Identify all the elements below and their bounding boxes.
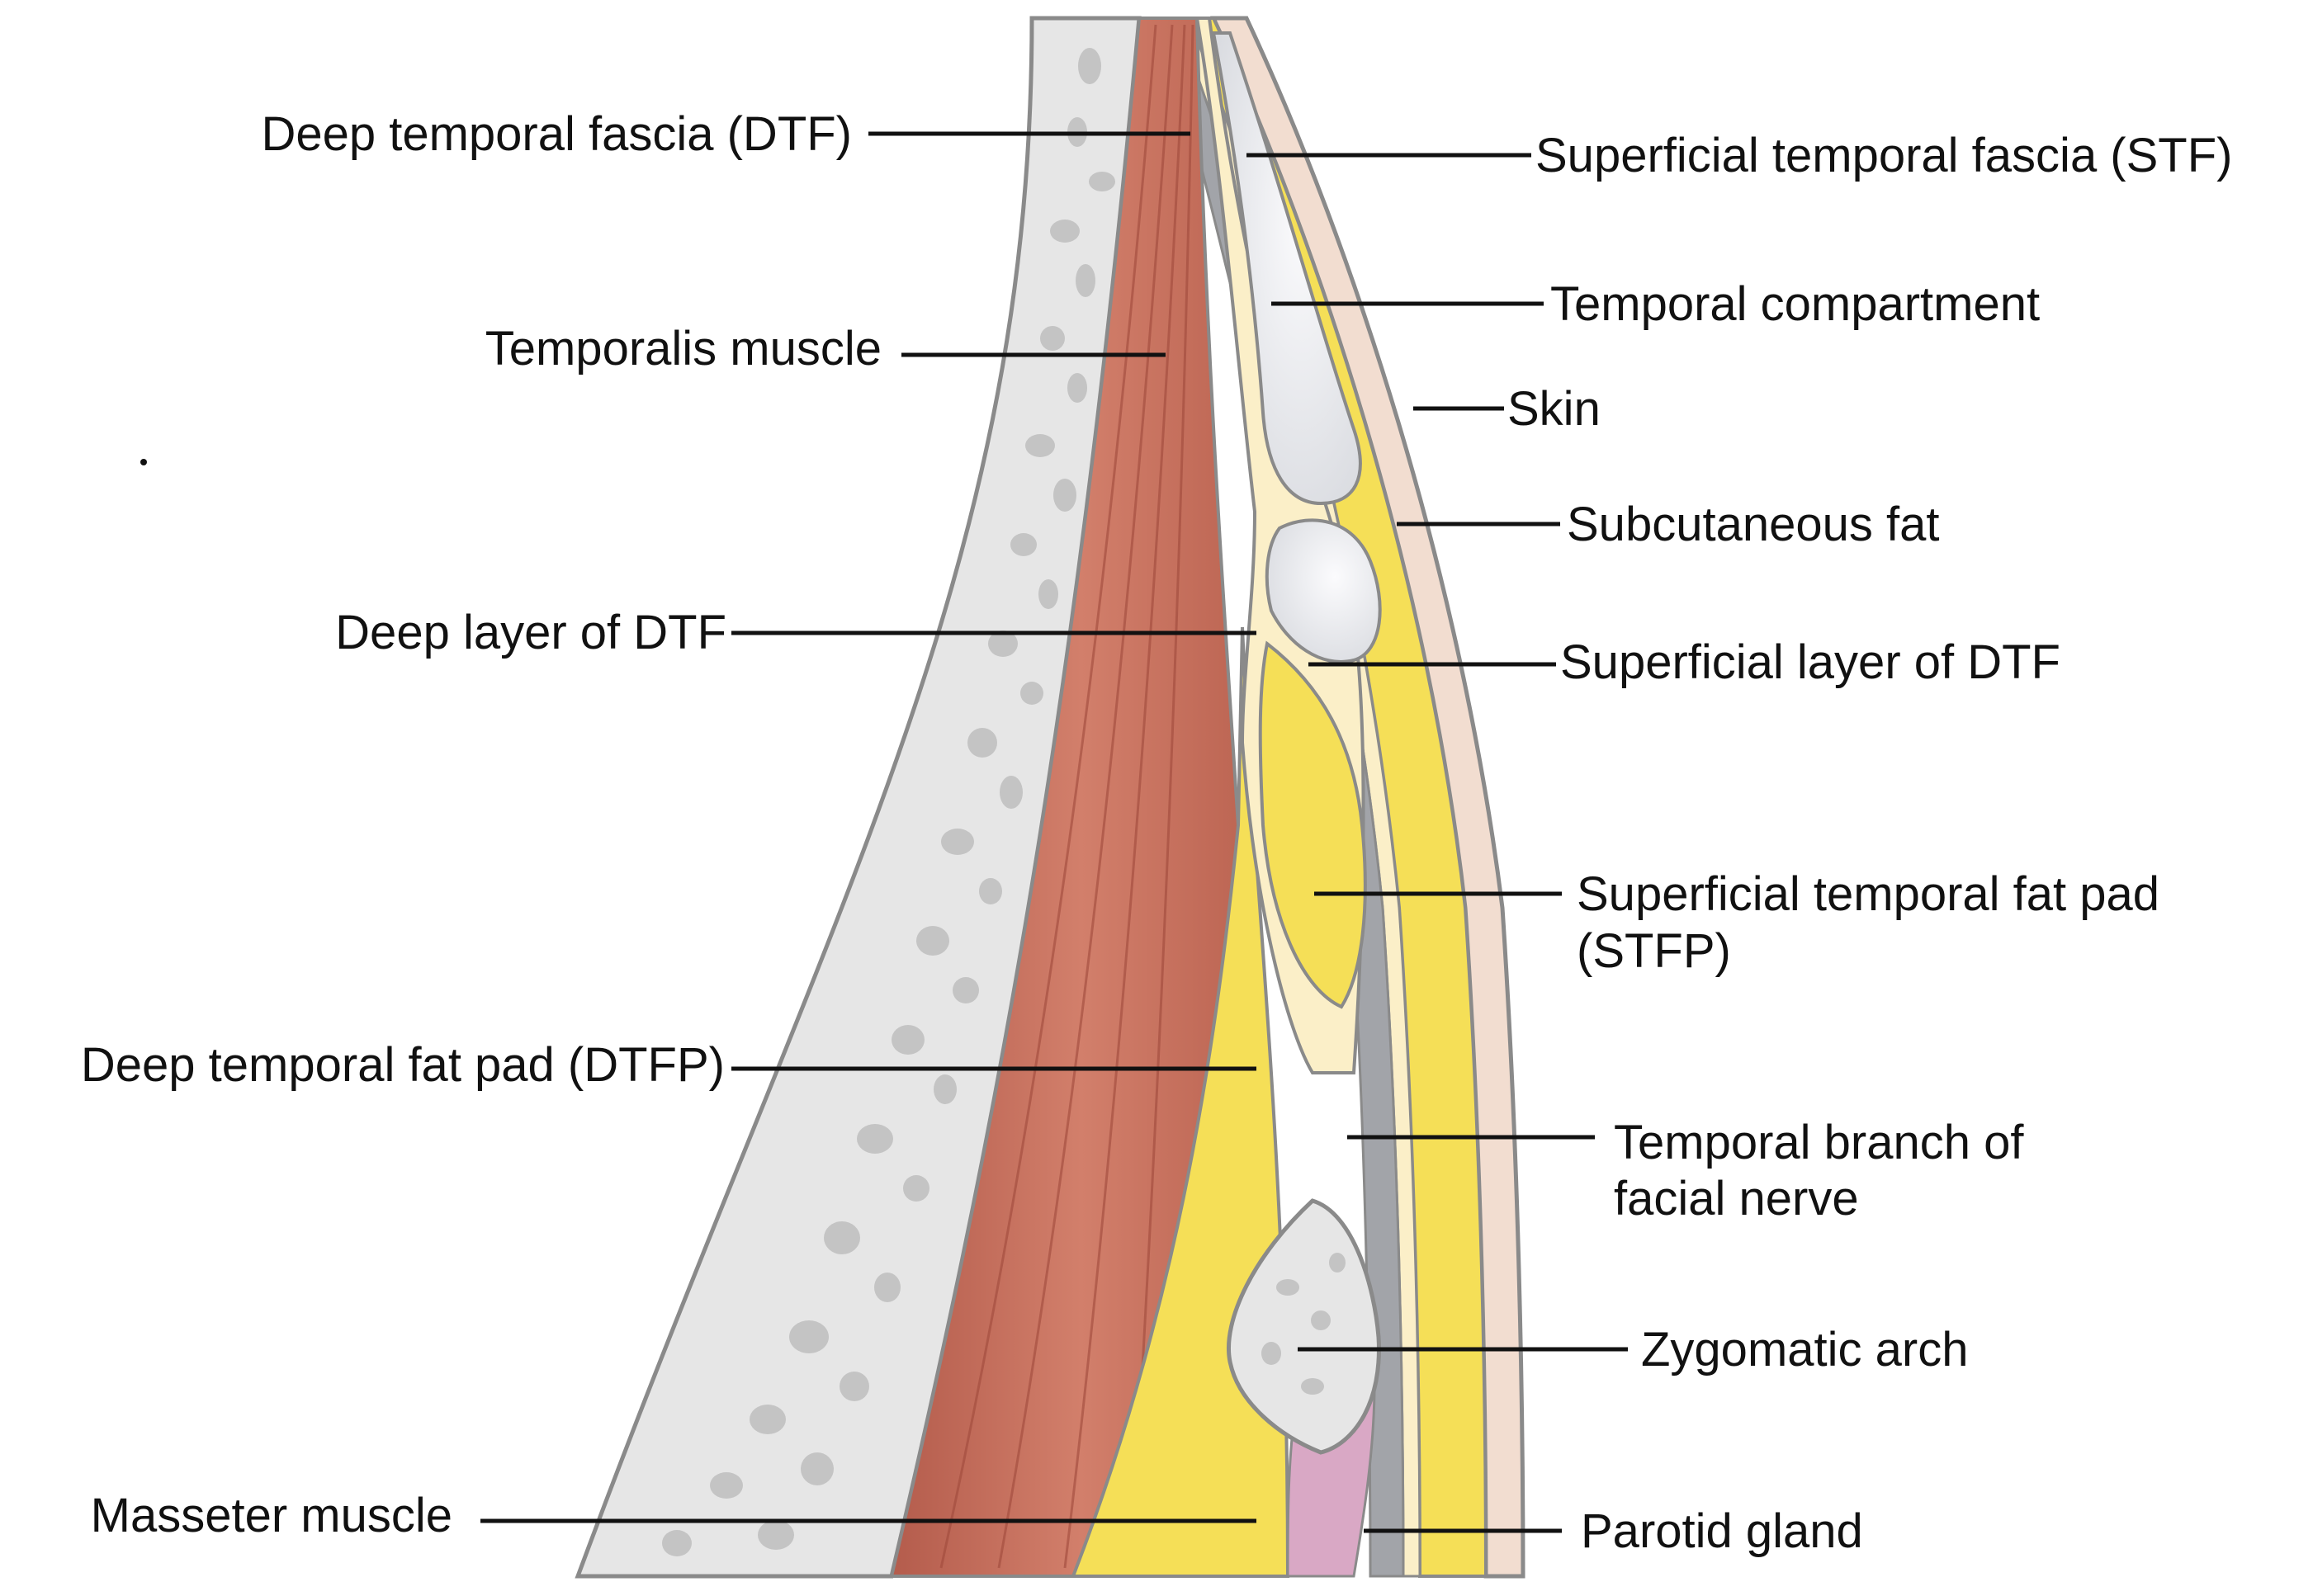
- temporal-compartment-shape: [1211, 31, 1362, 506]
- label-deep-temporal-fat-pad: Deep temporal fat pad (DTFP): [81, 1038, 725, 1092]
- label-superficial-temporal-fascia: Superficial temporal fascia (STF): [1535, 129, 2232, 182]
- label-superficial-temporal-fat-pad-line2: (STFP): [1577, 924, 1731, 978]
- label-skin: Skin: [1507, 382, 1601, 436]
- stray-dot: [140, 459, 147, 465]
- left-leader-lines: [480, 131, 1256, 1523]
- label-deep-temporal-fascia: Deep temporal fascia (DTF): [261, 107, 852, 161]
- bone-porous-texture: [662, 48, 1115, 1556]
- label-subcutaneous-fat: Subcutaneous fat: [1567, 498, 1939, 551]
- right-leader-lines: [1246, 153, 1628, 1533]
- label-masseter-muscle: Masseter muscle: [91, 1489, 452, 1542]
- label-facial-nerve-line1: Temporal branch of: [1614, 1116, 2024, 1169]
- label-deep-layer-dtf: Deep layer of DTF: [335, 606, 726, 659]
- label-temporalis-muscle: Temporalis muscle: [485, 322, 882, 375]
- label-superficial-layer-dtf: Superficial layer of DTF: [1560, 635, 2060, 689]
- label-superficial-temporal-fat-pad-line1: Superficial temporal fat pad: [1577, 867, 2159, 921]
- zygomatic-arch-pores: [1261, 1253, 1346, 1395]
- lower-compartment-shape: [1265, 518, 1382, 663]
- label-facial-nerve-line2: facial nerve: [1614, 1172, 1859, 1225]
- label-temporal-compartment: Temporal compartment: [1550, 277, 2040, 331]
- muscle-fibers: [939, 24, 1194, 1569]
- label-zygomatic-arch: Zygomatic arch: [1641, 1323, 1968, 1376]
- superficial-temporal-fat-pad-shape: [1258, 640, 1367, 1009]
- label-parotid-gland: Parotid gland: [1581, 1504, 1863, 1558]
